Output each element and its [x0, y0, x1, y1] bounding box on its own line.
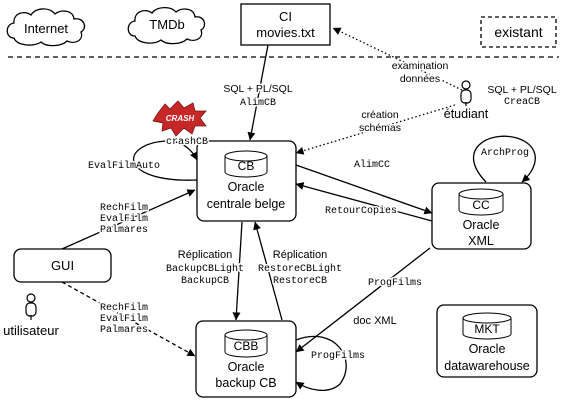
utilisateur-actor: utilisateur	[3, 293, 59, 338]
label-examination: examination	[392, 60, 449, 72]
cloud-icon	[6, 8, 86, 47]
label-archprog: ArchProg	[481, 147, 529, 159]
label-gui-cbb-palmares: Palmares	[100, 324, 148, 336]
label-restorecb: RestoreCB	[273, 276, 327, 287]
edge-gui-cbb	[61, 281, 196, 357]
edge-archprog	[472, 135, 536, 183]
label-creacb: CreaCB	[504, 97, 540, 108]
cc-line2: XML	[468, 234, 494, 248]
edge-gui-cb	[61, 189, 196, 250]
label-progfilms-cc-cbb: ProgFilms	[368, 277, 422, 289]
ci-movies-box	[240, 3, 331, 46]
cb-node: CB Oracle centrale belge	[196, 140, 297, 222]
cc-node: CC Oracle XML	[431, 182, 532, 250]
tmdb-label: TMDb	[149, 17, 184, 32]
existant-label: existant	[494, 24, 542, 40]
crash-burst-icon	[152, 100, 207, 137]
stick-figure-icon	[25, 293, 37, 320]
gui-box	[13, 248, 112, 283]
tmdb-cloud: TMDb	[127, 6, 206, 45]
cbb-line2: backup CB	[215, 376, 276, 390]
cb-code: CB	[238, 159, 255, 173]
label-progfilms-cbb: ProgFilms	[311, 350, 365, 362]
existant-legend: existant	[480, 16, 557, 48]
label-restorecblight: RestoreCBLight	[258, 263, 342, 275]
mkt-box	[436, 304, 538, 378]
cc-code: CC	[472, 198, 490, 212]
edge-alimcb	[247, 44, 269, 141]
cbb-node: CBB Oracle backup CB	[195, 320, 297, 398]
label-gui-cbb-evalfilm: EvalFilm	[100, 313, 148, 325]
internet-cloud: Internet	[6, 8, 86, 47]
label-alimcc: AlimCC	[354, 159, 390, 171]
mkt-line1: Oracle	[469, 342, 506, 356]
crash-badge-text: CRASH	[166, 114, 195, 123]
database-cylinder-icon	[224, 329, 268, 358]
label-schemas: schémas	[359, 122, 401, 134]
cloud-icon	[127, 6, 206, 45]
label-sql-plsql-ci: SQL + PL/SQL	[223, 83, 293, 95]
movies-file-label: movies.txt	[256, 25, 315, 40]
label-gui-cb-rechfilm: RechFilm	[100, 202, 148, 214]
internet-label: Internet	[24, 21, 68, 36]
mkt-node: MKT Oracle datawarehouse	[436, 304, 538, 378]
crash-indicator: CRASH crashCB	[152, 100, 210, 150]
cbb-box	[195, 320, 297, 398]
label-gui-cbb-rechfilm: RechFilm	[100, 302, 148, 314]
database-cylinder-icon	[224, 150, 268, 178]
cc-box	[431, 182, 532, 250]
database-cylinder-icon	[462, 312, 512, 340]
crashcb-label: crashCB	[166, 136, 208, 148]
mkt-code: MKT	[474, 322, 500, 336]
stick-figure-icon	[460, 80, 472, 106]
label-evalfilmauto: EvalFilmAuto	[88, 160, 160, 172]
label-replication-right: Réplication	[273, 249, 327, 261]
label-doc-xml: doc XML	[353, 315, 396, 327]
etudiant-label: étudiant	[444, 107, 489, 121]
cb-line2: centrale belge	[207, 197, 286, 211]
label-gui-cb-evalfilm: EvalFilm	[100, 213, 148, 225]
edge-retourcopies	[295, 182, 433, 222]
cbb-line1: Oracle	[228, 360, 265, 374]
cb-line1: Oracle	[228, 180, 265, 194]
gui-node: GUI	[13, 248, 112, 283]
edge-replication-restore	[253, 221, 283, 321]
label-sql-plsql-etudiant: SQL + PL/SQL	[487, 84, 557, 96]
cbb-code: CBB	[234, 339, 259, 353]
mkt-line2: datawarehouse	[444, 359, 530, 373]
label-alimcb: AlimCB	[240, 97, 276, 109]
ci-movies-node: CI movies.txt	[240, 3, 331, 46]
label-retourcopies: RetourCopies	[325, 205, 397, 217]
edge-progfilms-cc-cbb	[295, 247, 431, 353]
label-backupcb: BackupCB	[181, 275, 229, 287]
cc-line1: Oracle	[463, 218, 500, 232]
edge-examination-donnees	[332, 27, 463, 91]
etudiant-actor: étudiant	[444, 80, 489, 121]
edge-progfilms-cbb	[295, 335, 347, 391]
edge-alimcc	[295, 164, 433, 215]
existant-box	[480, 16, 557, 48]
label-gui-cb-palmares: Palmares	[100, 224, 148, 236]
edge-evalfilmauto	[133, 140, 198, 181]
label-backupcblight: BackupCBLight	[166, 263, 244, 275]
label-replication-left: Réplication	[178, 249, 232, 261]
ci-label: CI	[279, 9, 292, 24]
cb-box	[196, 140, 297, 222]
gui-label: GUI	[51, 258, 74, 273]
edge-replication-backup	[232, 221, 243, 321]
utilisateur-label: utilisateur	[3, 323, 59, 338]
label-donnees: données	[400, 73, 440, 85]
label-creation: création	[361, 109, 399, 121]
database-cylinder-icon	[458, 188, 504, 216]
